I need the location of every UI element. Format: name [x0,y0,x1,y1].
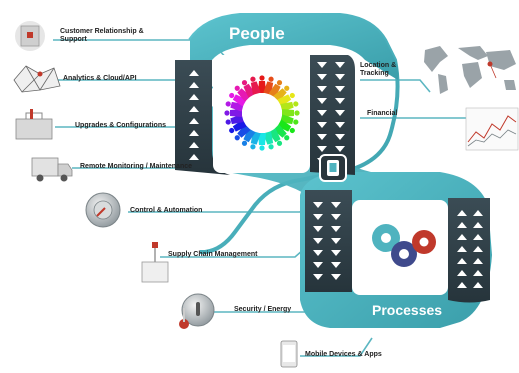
chevron-mark [457,234,467,240]
chevron-mark [473,258,483,264]
chevron-mark [457,258,467,264]
chevron-mark [189,70,199,76]
person-figure [241,128,256,146]
chevron-mark [473,270,483,276]
chevron-mark [189,94,199,100]
chevron-mark [189,142,199,148]
person-figure [273,124,290,141]
chevron-mark [473,246,483,252]
person-figure [273,85,290,102]
person-figure [250,76,261,95]
chevron-mark [331,214,341,220]
control-dial-icon [85,192,121,228]
chevron-mark [331,202,341,208]
chevron-mark [317,110,327,116]
chevron-mark [473,222,483,228]
chevron-mark [457,282,467,288]
chevron-mark [189,130,199,136]
person-figure [224,109,242,117]
toolbox-icon [15,109,53,140]
chevron-mark [313,226,323,232]
label-customer-relationship: Customer Relationship & Support [60,28,144,43]
person-figure [241,80,256,98]
chevron-mark [335,134,345,140]
crm-box-icon [15,21,45,51]
chevron-arrows [189,62,483,288]
label-location-tracking: Location & Tracking [360,62,397,77]
person-figure [277,92,295,107]
chevron-mark [335,98,345,104]
person-figure [258,75,266,93]
person-figure [268,80,283,98]
smart-device-icon [319,154,347,182]
chevron-mark [189,106,199,112]
analytics-network-icon [13,65,61,93]
label-upgrades-configurations: Upgrades & Configurations [75,122,167,129]
chevron-mark [457,246,467,252]
chevron-mark [331,238,341,244]
crane-hook-icon [141,242,169,283]
people-ring-icon [224,75,300,151]
chevron-mark [331,262,341,268]
chevron-mark [335,122,345,128]
label-financial: Financial [367,110,398,117]
chevron-mark [189,82,199,88]
chevron-mark [317,134,327,140]
chevron-mark [473,282,483,288]
chevron-mark [317,62,327,68]
chevron-mark [313,262,323,268]
label-security-energy: Security / Energy [234,306,292,313]
chevron-mark [317,146,327,152]
person-figure [258,133,266,151]
label-analytics-cloud: Analytics & Cloud/API [63,75,137,82]
chevron-mark [313,274,323,280]
chevron-mark [331,226,341,232]
chevron-mark [473,234,483,240]
chevron-mark [313,250,323,256]
mobile-phone-icon [280,340,298,368]
world-map-icon [424,46,516,94]
person-figure [268,128,283,146]
chevron-mark [313,214,323,220]
chevron-mark [317,122,327,128]
chevron-mark [335,146,345,152]
processes-title: Processes [372,302,443,318]
person-figure [229,92,247,107]
gears-icon [372,224,436,267]
chevron-mark [335,74,345,80]
label-supply-chain: Supply Chain Management [168,251,258,258]
truck-icon [31,157,73,182]
chevron-mark [457,210,467,216]
chevron-mark [317,74,327,80]
chevron-mark [335,86,345,92]
chevron-mark [317,98,327,104]
person-figure [234,124,251,141]
chevron-mark [335,110,345,116]
chevron-mark [457,270,467,276]
label-remote-monitoring: Remote Monitoring / Maintenance [80,163,193,170]
chevron-mark [457,222,467,228]
label-control-automation: Control & Automation [130,207,203,214]
person-figure [229,119,247,134]
chevron-mark [313,202,323,208]
people-title: People [229,24,285,43]
chevron-mark [473,210,483,216]
chevron-mark [313,238,323,244]
person-figure [277,119,295,134]
label-mobile-devices: Mobile Devices & Apps [305,351,382,358]
person-figure [234,85,251,102]
person-figure [282,109,300,117]
chevron-mark [189,118,199,124]
chevron-mark [189,154,199,160]
chevron-mark [331,274,341,280]
chevron-mark [331,250,341,256]
chevron-mark [335,62,345,68]
thermostat-icon [179,293,215,329]
chevron-mark [317,86,327,92]
finance-chart-icon [465,107,519,151]
